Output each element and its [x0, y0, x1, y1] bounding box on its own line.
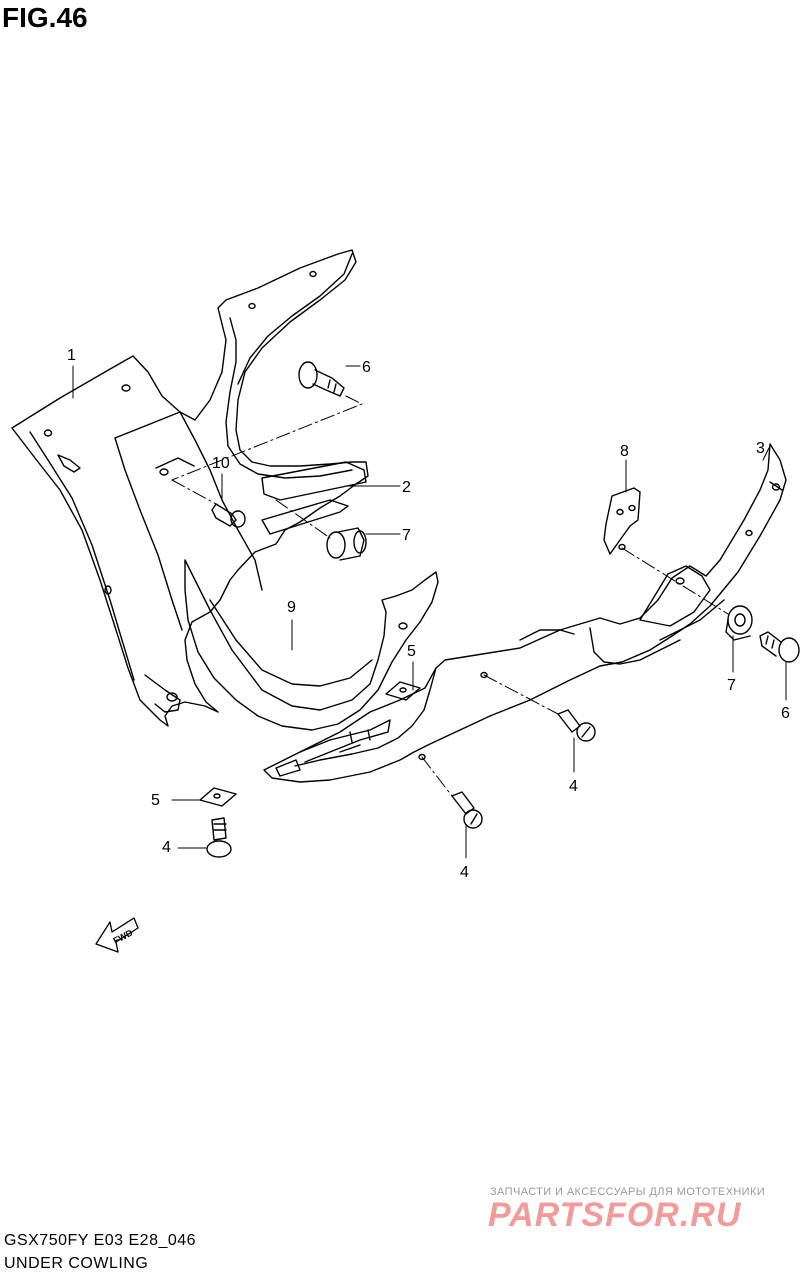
- part-inner-trim: [184, 559, 439, 731]
- part-clip-nut-5-upper: [385, 681, 421, 701]
- part-grommet-7-right: [725, 605, 753, 641]
- fwd-arrow-icon: FWD: [95, 917, 139, 953]
- callout-8: 8: [620, 443, 629, 460]
- callout-10: 10: [212, 455, 230, 472]
- part-bracket-8: [603, 487, 641, 555]
- callout-9: 9: [287, 599, 296, 616]
- part-bolt-4-lower-left: [206, 817, 232, 858]
- leader-lines: [72, 365, 787, 859]
- callout-2: 2: [402, 479, 411, 496]
- part-bolt-4-center: [451, 791, 483, 829]
- callout-1: 1: [67, 347, 76, 364]
- callout-6-upper: 6: [362, 359, 371, 376]
- diagram-name: UNDER COWLING: [4, 1255, 149, 1272]
- callout-7-left: 7: [402, 527, 411, 544]
- callout-numbers: 1 2 3 4 4 4 5 5 6 6 7 7 8 9 10: [67, 347, 790, 881]
- part-bolt-4-right: [557, 709, 596, 742]
- part-screw-6-right: [759, 631, 800, 663]
- callout-7-right: 7: [727, 677, 736, 694]
- figure-title: FIG.46: [2, 2, 88, 33]
- part-under-cowling-lower: [263, 443, 787, 783]
- watermark-logo: PARTSFOR.RU: [488, 1196, 742, 1234]
- callout-5-lower: 5: [151, 792, 160, 809]
- assembly-lines: [171, 395, 729, 797]
- callout-4-center: 4: [460, 864, 469, 881]
- part-bracket-2: [261, 461, 367, 535]
- part-grommet-7-left: [326, 527, 367, 561]
- callout-5-upper: 5: [407, 643, 416, 660]
- part-under-cowling-left: [11, 249, 369, 727]
- part-clip-nut-5-lower: [199, 787, 237, 807]
- callout-4-right: 4: [569, 778, 578, 795]
- callout-4-left: 4: [162, 839, 171, 856]
- part-screw-6-upper: [298, 361, 345, 397]
- model-code: GSX750FY E03 E28_046: [4, 1232, 197, 1249]
- part-screw-10: [211, 503, 246, 528]
- callout-6-right: 6: [781, 705, 790, 722]
- watermark-tagline: ЗАПЧАСТИ И АКСЕССУАРЫ ДЛЯ МОТОТЕХНИКИ: [490, 1186, 766, 1198]
- callout-3: 3: [756, 440, 765, 457]
